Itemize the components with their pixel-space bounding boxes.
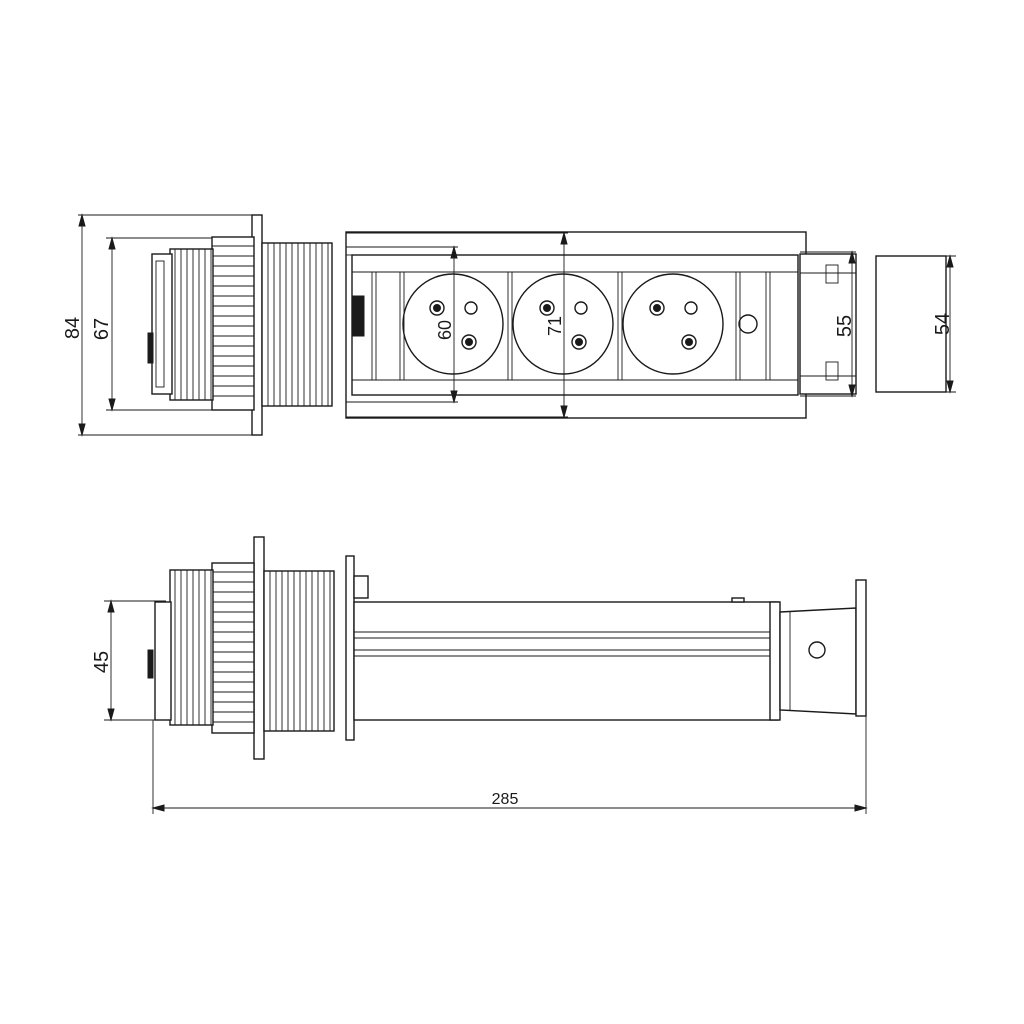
side-threaded-sleeve bbox=[263, 570, 335, 732]
dim-67: 67 bbox=[91, 236, 212, 412]
dim-label-67: 67 bbox=[91, 318, 113, 340]
dim-54: 54 bbox=[876, 254, 956, 394]
collar-threads bbox=[169, 248, 214, 401]
dim-label-60: 60 bbox=[435, 320, 455, 340]
dim-84: 84 bbox=[62, 213, 262, 437]
dim-label-285: 285 bbox=[492, 791, 519, 808]
dim-55: 55 bbox=[800, 250, 856, 398]
end-block bbox=[799, 253, 857, 395]
socket-housing bbox=[345, 231, 807, 419]
dim-60: 60 bbox=[346, 245, 458, 404]
dim-71: 71 bbox=[346, 231, 568, 419]
dim-label-55: 55 bbox=[834, 315, 856, 337]
end-cap bbox=[875, 255, 947, 393]
cap-left bbox=[151, 253, 173, 395]
indicator-light bbox=[738, 314, 758, 334]
socket-outlet bbox=[622, 273, 724, 375]
top-view: 84 67 60 71 bbox=[62, 213, 956, 437]
knurled-ring bbox=[211, 236, 255, 411]
dim-45: 45 bbox=[91, 599, 166, 722]
side-knurled-ring bbox=[211, 562, 255, 734]
dim-label-45: 45 bbox=[91, 651, 113, 673]
side-tube bbox=[353, 597, 781, 721]
side-collar bbox=[169, 569, 214, 726]
dim-label-71: 71 bbox=[545, 316, 565, 336]
dim-label-84: 84 bbox=[62, 317, 84, 339]
dim-label-54: 54 bbox=[932, 313, 954, 335]
dim-285: 285 bbox=[151, 716, 868, 814]
side-flange bbox=[253, 536, 265, 760]
threaded-sleeve bbox=[261, 242, 333, 407]
side-end-block bbox=[779, 579, 867, 717]
socket-outlet bbox=[512, 273, 614, 375]
socket-outlet bbox=[402, 273, 504, 375]
side-view: 45 285 bbox=[91, 536, 868, 814]
